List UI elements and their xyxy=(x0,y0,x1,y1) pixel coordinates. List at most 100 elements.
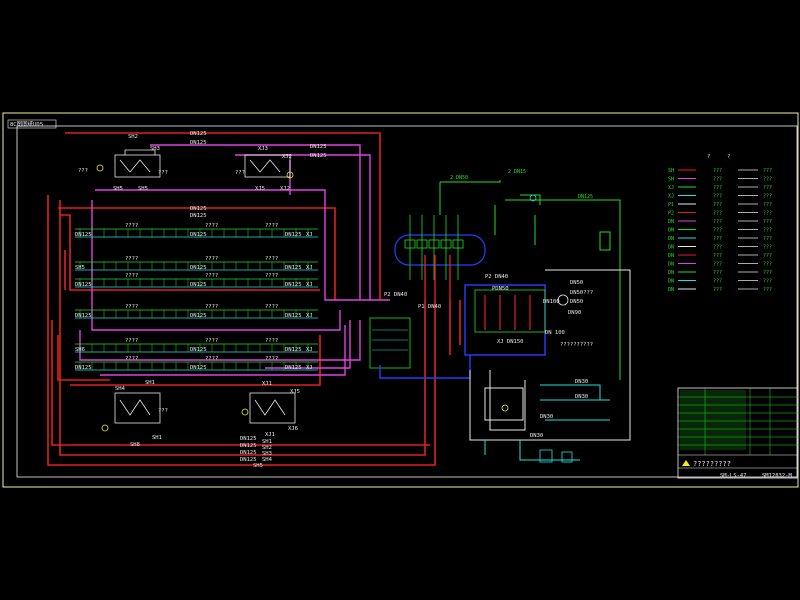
svg-text:DN125: DN125 xyxy=(578,194,593,200)
svg-text:XJ2: XJ2 xyxy=(280,186,290,192)
softener xyxy=(539,449,553,463)
svg-text:XJ3: XJ3 xyxy=(258,146,268,152)
svg-text:SH5: SH5 xyxy=(253,463,263,469)
svg-text:P2 DN40: P2 DN40 xyxy=(384,292,407,298)
legend-cell: ??? xyxy=(763,168,772,174)
svg-text:SH4: SH4 xyxy=(262,457,273,463)
bottom-unit-left: SH4 SH1 SH8 SH1 ??? xyxy=(101,380,168,448)
legend-cell: SH xyxy=(668,168,674,174)
legend-cell: ??? xyxy=(763,270,772,276)
legend-cell: ??? xyxy=(763,219,772,225)
pump-skid-lines xyxy=(484,295,531,330)
svg-text:SH5: SH5 xyxy=(138,186,148,192)
svg-text:DN30: DN30 xyxy=(530,433,543,439)
makeup-water xyxy=(484,384,610,461)
legend-cell: DN xyxy=(668,279,674,285)
svg-text:???: ??? xyxy=(158,170,168,176)
svg-text:?????????: ????????? xyxy=(693,460,731,468)
legend-cell: ??? xyxy=(713,185,722,191)
legend-cell: ??? xyxy=(713,211,722,217)
svg-text:DN50???: DN50??? xyxy=(570,290,593,296)
legend-cell: P2 xyxy=(668,211,674,217)
legend-cell: ??? xyxy=(713,177,722,183)
svg-text:DN90: DN90 xyxy=(568,310,581,316)
svg-text:SH2: SH2 xyxy=(262,445,272,451)
legend-row: DN?????? xyxy=(668,228,772,234)
legend-cell: DN xyxy=(668,287,674,293)
legend-row: XJ?????? xyxy=(668,185,772,191)
rack-row-mark: ???? xyxy=(205,304,218,310)
legend-cell: DN xyxy=(668,228,674,234)
title-block: ????????? SM-LS-47 SM12832-M xyxy=(677,387,799,479)
valve-icon xyxy=(501,404,509,412)
header-bank-valves xyxy=(372,329,408,351)
rack-row-label-right: DN125 xyxy=(285,313,302,319)
svg-text:DN125: DN125 xyxy=(240,457,257,463)
rack-row-mark: ???? xyxy=(125,304,138,310)
legend-row: DN?????? xyxy=(668,279,772,285)
legend-cell: ??? xyxy=(713,279,722,285)
top-unit-right: XJ3 XJ2 XJ5 XJ2 ??? xyxy=(235,146,294,192)
return-pipes xyxy=(79,144,390,376)
legend-cell: ??? xyxy=(713,228,722,234)
legend-row: DN?????? xyxy=(668,253,772,259)
legend-cell: ??? xyxy=(763,177,772,183)
rack-row-label-mid: DN125 xyxy=(190,265,207,271)
svg-text:???: ??? xyxy=(235,170,245,176)
legend-cell: ??? xyxy=(763,245,772,251)
rack-row-mark: ???? xyxy=(265,273,278,279)
rack-row-mark: ???? xyxy=(205,223,218,229)
legend-row: DN?????? xyxy=(668,236,772,242)
svg-text:XJ2: XJ2 xyxy=(282,154,292,160)
rack-row-label-mid: DN125 xyxy=(190,282,207,288)
valve-icon xyxy=(529,194,537,202)
svg-text:DN125: DN125 xyxy=(240,450,257,456)
legend-cell: ??? xyxy=(763,236,772,242)
rack-row-mark: ???? xyxy=(265,223,278,229)
legend-cell: ??? xyxy=(713,287,722,293)
rack-row-label-right: DN125 xyxy=(285,347,302,353)
svg-text:DN30: DN30 xyxy=(575,379,588,385)
corner-tag: 8C图图纸UD5 xyxy=(10,120,43,128)
legend-row: SH?????? xyxy=(668,168,772,174)
rack-row-mark: ???? xyxy=(265,356,278,362)
legend-cell: XJ xyxy=(668,194,674,200)
legend-cell: DN xyxy=(668,270,674,276)
rack-row-label-right: DN125 xyxy=(285,232,302,238)
corner-tag-box xyxy=(7,119,57,129)
expansion-tank xyxy=(484,387,524,421)
legend-cell: ??? xyxy=(763,262,772,268)
rack-row-label-left: DN125 xyxy=(75,232,92,238)
svg-text:DN50: DN50 xyxy=(570,299,583,305)
outer-frame xyxy=(2,112,799,488)
rack-row-mark: ???? xyxy=(125,223,138,229)
legend-cell: ??? xyxy=(713,202,722,208)
legend-row: P2?????? xyxy=(668,211,772,217)
svg-text:DN125: DN125 xyxy=(190,140,207,146)
svg-text:XJ DN150: XJ DN150 xyxy=(497,339,524,345)
svg-text:SH3: SH3 xyxy=(150,146,160,152)
legend-cell: ??? xyxy=(763,185,772,191)
svg-text:DN125: DN125 xyxy=(240,443,257,449)
svg-text:SH5: SH5 xyxy=(113,186,123,192)
svg-text:SM-LS-47: SM-LS-47 xyxy=(720,473,747,479)
rack-row-label-right: DN125 xyxy=(285,265,302,271)
svg-text:??????????: ?????????? xyxy=(560,342,593,348)
legend-row: DN?????? xyxy=(668,219,772,225)
svg-text:DN30: DN30 xyxy=(540,414,553,420)
svg-text:SH8: SH8 xyxy=(130,442,140,448)
rack-row-label-left: SH5 xyxy=(75,265,85,271)
legend-row: DN?????? xyxy=(668,287,772,293)
rack-row-label-mid: DN125 xyxy=(190,232,207,238)
legend-cell: SH xyxy=(668,177,674,183)
rack-row-mark: ???? xyxy=(265,338,278,344)
legend-cell: DN xyxy=(668,236,674,242)
svg-text:DN125: DN125 xyxy=(310,153,327,159)
svg-text:?: ? xyxy=(727,154,730,160)
distribution-manifold xyxy=(394,215,486,300)
